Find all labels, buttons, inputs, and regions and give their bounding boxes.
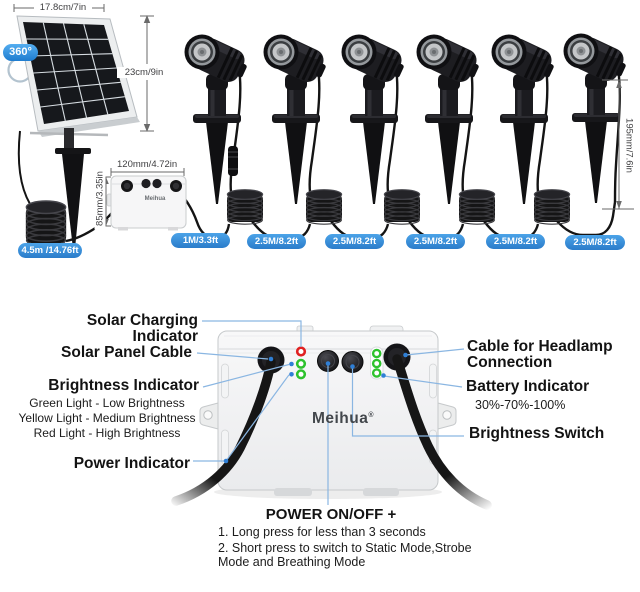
- spotlight-6: [563, 33, 631, 203]
- legend-yellow: Yellow Light - Medium Brightness: [18, 411, 196, 425]
- box-width-dimension: 120mm/4.72in: [116, 159, 178, 170]
- spotlight-4: [416, 34, 484, 204]
- ear-hole-right: [442, 410, 452, 420]
- battery-led: [371, 348, 382, 359]
- light3-cable-coil: [383, 189, 421, 225]
- light5-cable-coil: [533, 189, 571, 225]
- ear-hole-left: [203, 410, 213, 420]
- registered-mark: ®: [368, 412, 375, 419]
- callout-lines: [193, 320, 465, 505]
- cable-length-pill: 1M/3.3ft: [171, 233, 230, 248]
- label-battery-indicator: Battery Indicator: [466, 378, 590, 395]
- cable-length-pill: 2.5M/8.2ft: [247, 234, 306, 249]
- inline-cable-connector: [228, 146, 238, 176]
- box-foot: [274, 488, 312, 496]
- spotlight-5: [491, 34, 559, 204]
- cable-length-pill: 2.5M/8.2ft: [565, 235, 625, 250]
- panel-width-dimension: 17.8cm/7in: [34, 2, 92, 13]
- spotlight-3: [341, 34, 409, 204]
- spotlight-2: [263, 34, 331, 204]
- rotation-badge: 360°: [3, 44, 38, 61]
- light2-cable-coil: [305, 189, 343, 225]
- solar-panel: [16, 15, 140, 249]
- panel-pole: [64, 128, 74, 150]
- label-solar-charging-indicator: Solar Charging Indicator: [86, 312, 198, 345]
- legend-green: Green Light - Low Brightness: [29, 396, 185, 410]
- light1-cable-coil: [226, 189, 264, 225]
- box-foot: [363, 488, 399, 496]
- brand-text: Meihua: [311, 410, 369, 427]
- cable-length-pill: 4.5m /14.76ft: [18, 243, 82, 258]
- light-height-dimension: 195mm/7.6in: [623, 118, 635, 173]
- label-power-indicator: Power Indicator: [73, 455, 190, 472]
- control-box-small: [106, 175, 187, 231]
- panel-height-dimension: 23cm/9in: [117, 67, 171, 78]
- battery-led: [371, 358, 382, 369]
- brightness-led: [295, 358, 307, 369]
- label-solar-panel-cable: Solar Panel Cable: [61, 344, 192, 361]
- light4-cable-coil: [458, 189, 496, 225]
- dimension-lines: [13, 4, 634, 227]
- callout-dots: [223, 352, 408, 464]
- small-box-button: [152, 178, 162, 189]
- small-box-button: [141, 178, 151, 189]
- solar-panel-cable: [171, 357, 276, 506]
- power-led: [295, 369, 307, 380]
- legend-red: Red Light - High Brightness: [33, 426, 181, 440]
- box-height-dimension: 85mm/3.35in: [94, 167, 106, 230]
- solar-cable-coil: [25, 200, 67, 247]
- panel-ground-stake: [62, 154, 84, 249]
- label-brightness-indicator: Brightness Indicator: [48, 377, 199, 394]
- brightness-indicator-legend: Green Light - Low Brightness Yellow Ligh…: [14, 396, 200, 441]
- spotlight-1: [184, 34, 252, 204]
- power-note-line1: 1. Long press for less than 3 seconds: [218, 525, 426, 539]
- brand-logo: Meihua®: [298, 410, 388, 428]
- power-note-title: POWER ON/OFF +: [265, 506, 397, 523]
- solar-charging-led: [295, 346, 307, 357]
- power-note-line2: 2. Short press to switch to Static Mode,…: [218, 541, 472, 569]
- label-headlamp-cable: Cable for Headlamp Connection: [467, 338, 613, 371]
- battery-indicator-levels: 30%-70%-100%: [475, 398, 566, 412]
- brand-logo-small: Meihua: [144, 196, 166, 202]
- battery-led: [371, 368, 382, 378]
- cable-length-pill: 2.5M/8.2ft: [325, 234, 384, 249]
- cable-length-pill: 2.5M/8.2ft: [406, 234, 465, 249]
- headlamp-cable: [392, 354, 492, 510]
- label-brightness-switch: Brightness Switch: [469, 425, 605, 442]
- panel-grid: [26, 22, 125, 121]
- solar-panel-wire: [17, 130, 31, 205]
- cable-length-pill: 2.5M/8.2ft: [486, 234, 545, 249]
